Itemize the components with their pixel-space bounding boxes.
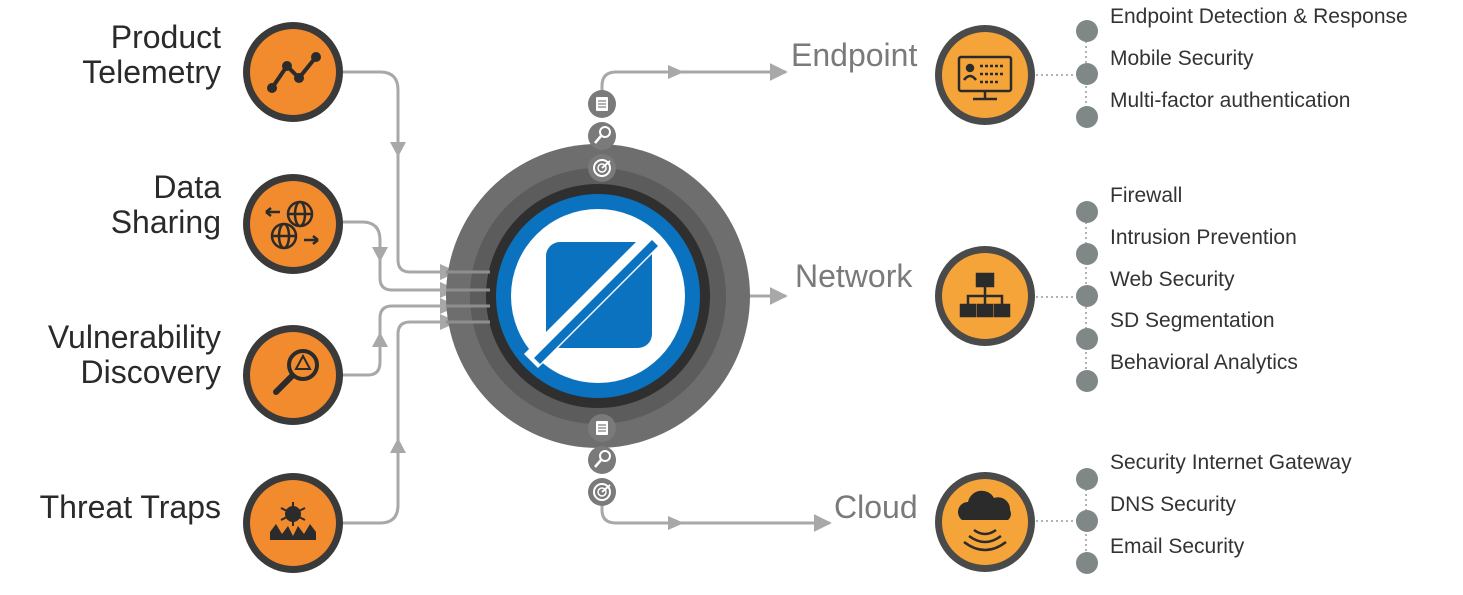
arrowhead (668, 65, 684, 79)
connector-endpoint (600, 63, 788, 92)
endpoint-item: Endpoint Detection & Response (1110, 5, 1408, 28)
bullet-dot (1076, 370, 1098, 392)
bullet-dot (1076, 510, 1098, 532)
endpoint-item: Multi-factor authentication (1110, 89, 1351, 112)
arrowhead (390, 142, 406, 157)
bullet-dot (1076, 468, 1098, 490)
source-label-line: Sharing (110, 204, 221, 240)
source-label-line: Vulnerability (47, 319, 221, 355)
cloud-signal-icon (958, 490, 1011, 552)
source-node-product-telemetry (243, 22, 343, 122)
network-item: Intrusion Prevention (1110, 226, 1297, 249)
connector-product-telemetry (342, 70, 460, 274)
network-hierarchy-icon (959, 272, 1011, 318)
trap-bug-icon (270, 502, 316, 540)
monitor-user-icon (957, 55, 1013, 101)
arrowhead (372, 247, 388, 262)
network-item: Firewall (1110, 184, 1183, 207)
source-node-vulnerability-discovery (243, 325, 343, 425)
hub-inlets (446, 270, 490, 324)
endpoint-item: Mobile Security (1110, 47, 1254, 70)
cloud-item: Security Internet Gateway (1110, 451, 1352, 474)
magnifier-alert-icon (273, 349, 319, 395)
source-label-vulnerability-discovery: Vulnerability Discovery (48, 320, 221, 390)
network-item: Behavioral Analytics (1110, 351, 1298, 374)
destination-label-network: Network (795, 258, 913, 294)
bullet-dot (1076, 106, 1098, 128)
source-label-line: Telemetry (82, 54, 221, 90)
arrowhead (668, 516, 684, 530)
central-hub (446, 144, 750, 448)
connector-data-sharing (342, 220, 460, 292)
network-item: SD Segmentation (1110, 309, 1275, 332)
arrowhead (390, 438, 406, 453)
bullet-dot (1076, 328, 1098, 350)
cloud-item: DNS Security (1110, 493, 1237, 516)
source-label-product-telemetry: Product Telemetry (82, 20, 221, 90)
network-item: Web Security (1110, 268, 1235, 291)
globe-exchange-icon (265, 200, 319, 250)
hub-slash-inner (534, 240, 658, 364)
connector-cloud (600, 505, 832, 532)
top-badges (588, 90, 616, 182)
cloud-item: Email Security (1110, 535, 1245, 558)
list-bullets (1076, 20, 1098, 574)
bullet-dot (1076, 63, 1098, 85)
source-label-threat-traps: Threat Traps (40, 490, 221, 525)
trend-line-icon (267, 52, 321, 93)
arrowhead (372, 332, 388, 347)
source-label-line: Discovery (80, 354, 221, 390)
source-label-data-sharing: Data Sharing (111, 170, 221, 240)
destination-node-endpoint (935, 25, 1035, 125)
bullet-dot (1076, 20, 1098, 42)
destination-node-network (935, 246, 1035, 346)
source-node-data-sharing (243, 174, 343, 274)
bullet-dot (1076, 243, 1098, 265)
connector-threat-traps (342, 320, 460, 525)
source-node-threat-traps (243, 473, 343, 573)
destination-label-endpoint: Endpoint (791, 37, 918, 73)
bullet-dot (1076, 201, 1098, 223)
source-label-line: Threat Traps (39, 489, 221, 525)
bottom-badges (588, 414, 616, 506)
source-label-line: Product (110, 19, 221, 55)
bullet-dot (1076, 552, 1098, 574)
source-label-line: Data (153, 169, 221, 205)
bullet-dot (1076, 285, 1098, 307)
destination-node-cloud (935, 472, 1035, 572)
destination-label-cloud: Cloud (834, 489, 918, 525)
